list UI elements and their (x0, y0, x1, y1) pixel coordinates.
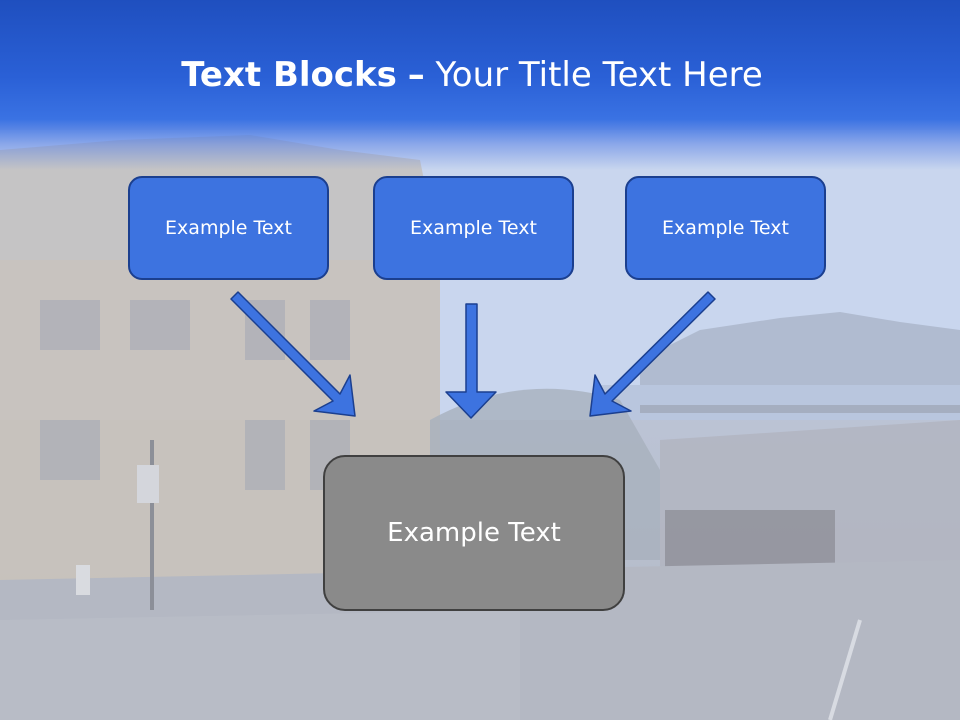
center-text-block[interactable]: Example Text (323, 455, 625, 611)
text-block-3-label: Example Text (662, 217, 789, 239)
text-block-2[interactable]: Example Text (373, 176, 574, 280)
arrow-left-diagonal (230, 291, 356, 417)
arrow-right-diagonal (589, 291, 716, 417)
arrow-center-down (445, 303, 497, 419)
text-block-2-label: Example Text (410, 217, 537, 239)
center-text-block-label: Example Text (387, 518, 561, 548)
slide-title: Text Blocks – Your Title Text Here (0, 52, 944, 98)
text-block-1[interactable]: Example Text (128, 176, 329, 280)
text-block-1-label: Example Text (165, 217, 292, 239)
title-rest: Your Title Text Here (435, 55, 763, 95)
title-band (0, 0, 960, 170)
title-dash: – (407, 55, 425, 95)
text-block-3[interactable]: Example Text (625, 176, 826, 280)
title-bold-part: Text Blocks (181, 55, 397, 95)
